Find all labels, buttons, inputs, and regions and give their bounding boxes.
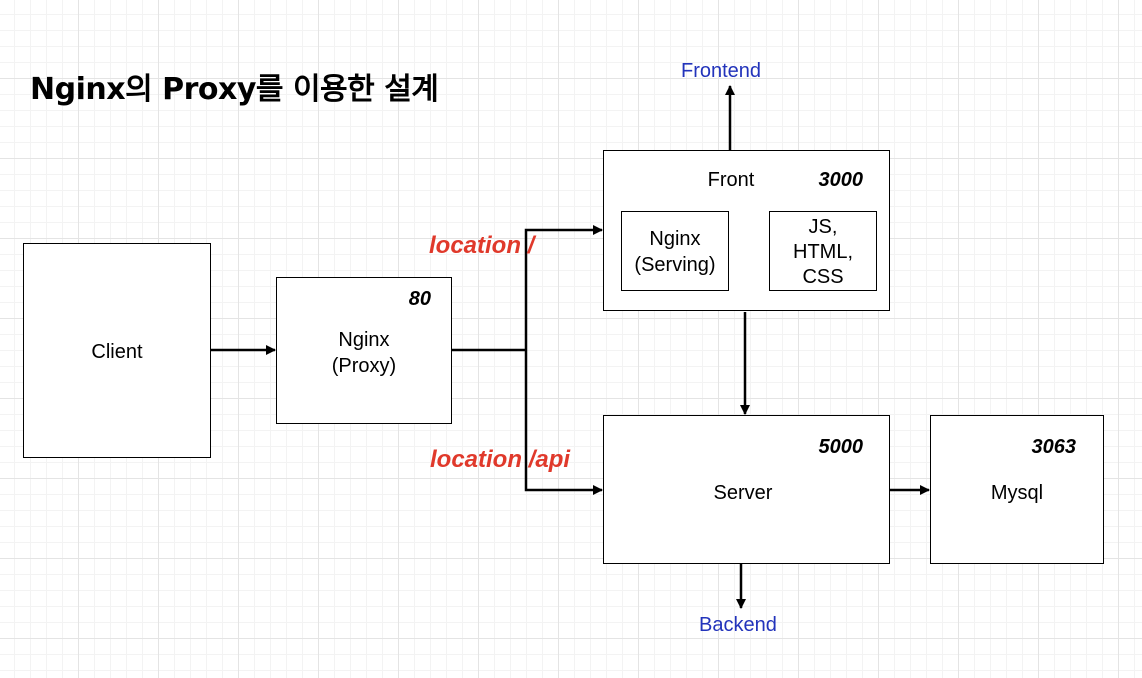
edge-branch-to-server (524, 350, 603, 495)
static-assets-label-line2: HTML, (793, 241, 853, 263)
backend-label: Backend (699, 614, 777, 636)
front-label: Front (707, 169, 755, 191)
client-node: Client (23, 243, 211, 458)
mysql-port: 3063 (1031, 436, 1077, 458)
nginx-serving-node: Nginx (Serving) (621, 211, 729, 291)
server-port: 5000 (818, 436, 864, 458)
diagram-title: Nginx의 Proxy를 이용한 설계 (30, 72, 439, 107)
proxy-node: 80 Nginx (Proxy) (276, 277, 452, 424)
edge-branch-to-front (524, 225, 603, 350)
nginx-serving-label-line2: (Serving) (634, 254, 716, 276)
static-assets-label-line3: CSS (802, 266, 844, 288)
front-port: 3000 (818, 169, 864, 191)
static-assets-label-line1: JS, (808, 216, 838, 238)
server-label: Server (713, 482, 773, 504)
proxy-port: 80 (408, 288, 431, 310)
proxy-label-line2: (Proxy) (331, 355, 397, 377)
route-label-root: location / (429, 232, 535, 259)
mysql-node: 3063 Mysql (930, 415, 1104, 564)
server-node: 5000 Server (603, 415, 890, 564)
frontend-label: Frontend (681, 60, 762, 82)
mysql-label: Mysql (990, 482, 1044, 504)
static-assets-node: JS, HTML, CSS (769, 211, 877, 291)
proxy-label-line1: Nginx (338, 329, 390, 351)
client-label: Client (91, 341, 143, 363)
route-label-api: location /api (430, 446, 571, 473)
nginx-serving-label-line1: Nginx (649, 228, 701, 250)
